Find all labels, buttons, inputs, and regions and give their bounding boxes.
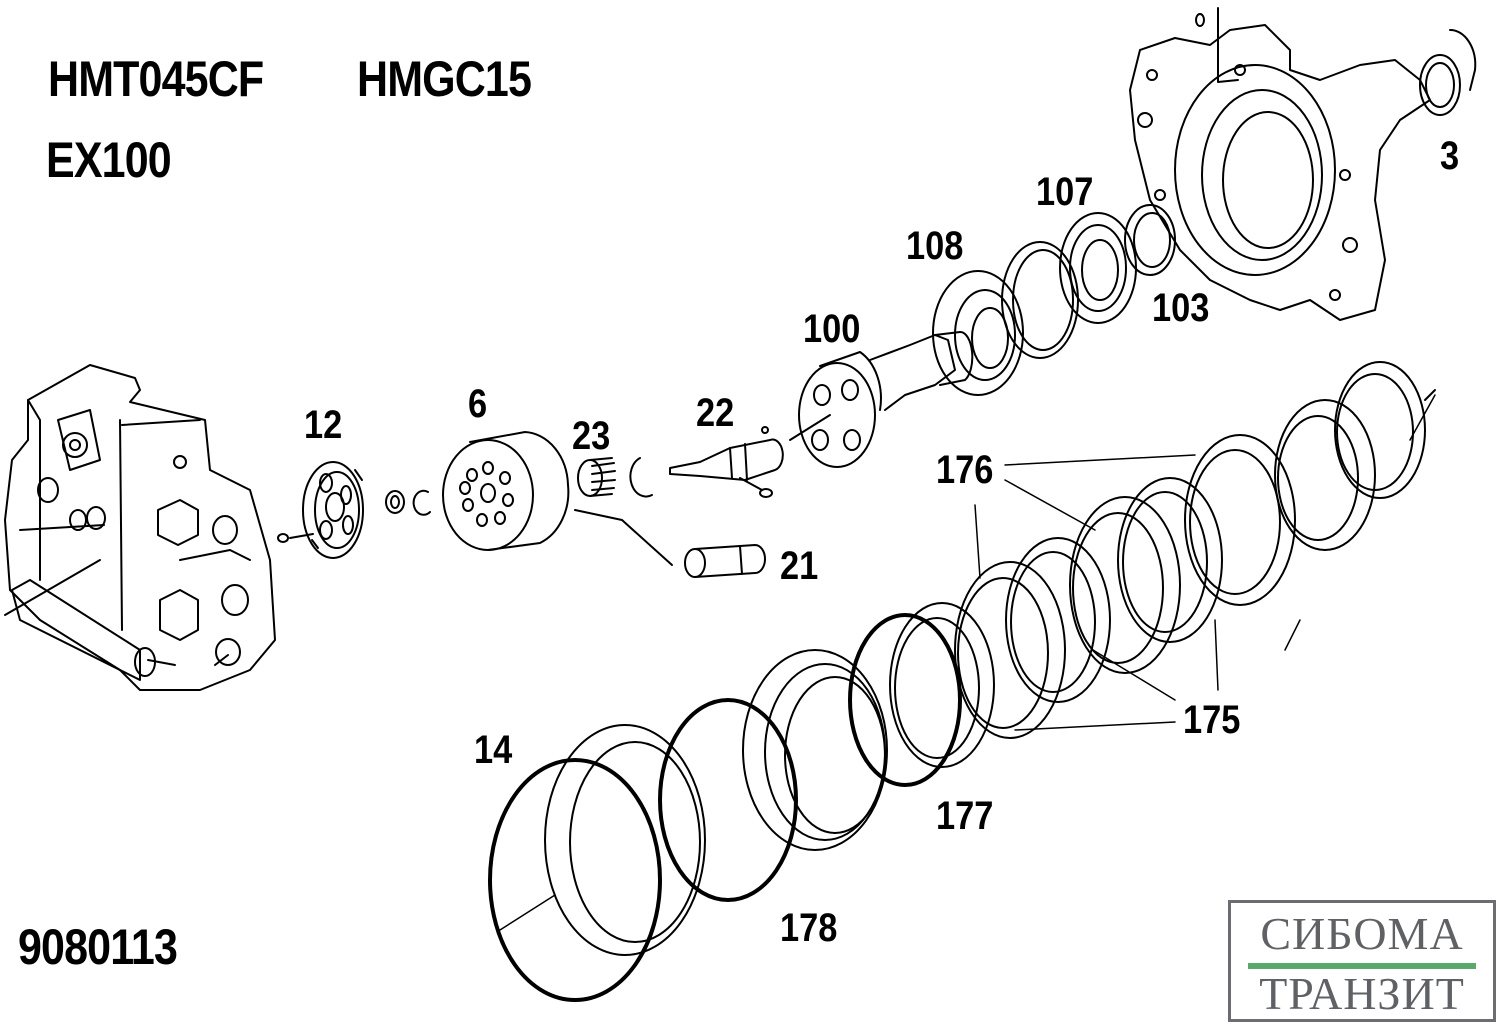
part-number: 9080113 [18,919,178,975]
leader-lines [974,394,1436,731]
callout-21: 21 [780,544,819,588]
callout-12: 12 [304,403,343,447]
part-12-port-plate [277,461,431,559]
part-177-seal-ring [848,613,962,787]
machine-model: EX100 [46,132,172,188]
part-22-spool [669,426,784,498]
part-3-housing [1129,7,1477,321]
part-100-drive-shaft [789,330,974,468]
clutch-piston [742,649,888,851]
callout-103: 103 [1152,286,1210,330]
callout-176: 176 [936,448,994,492]
callout-175: 175 [1183,698,1241,742]
callout-23: 23 [572,414,611,458]
callout-6: 6 [468,382,488,426]
clutch-plates [889,361,1436,768]
part-14-seal-ring [488,758,662,1002]
part-6-cylinder-block [442,431,673,566]
valve-block-housing [4,364,276,691]
callout-3: 3 [1440,134,1460,178]
callout-108: 108 [906,224,964,268]
part-178-seal-ring [658,698,798,902]
model-code-2: HMGC15 [357,51,532,107]
callout-178: 178 [780,906,838,950]
callout-22: 22 [696,391,735,435]
retaining-ring [1001,241,1079,359]
company-logo: СИБОМА ТРАНЗИТ [1228,900,1496,1022]
part-23-spring [577,457,653,498]
model-code-1: HMT045CF [48,51,264,107]
callout-100: 100 [803,307,861,351]
logo-line-1: СИБОМА [1260,908,1464,959]
callout-14: 14 [474,728,513,772]
part-108-seal [932,270,1024,396]
logo-divider-bar [1248,963,1476,969]
callout-177: 177 [936,794,994,838]
part-21-piston [684,544,766,578]
callout-107: 107 [1036,170,1094,214]
backup-ring [544,724,706,956]
logo-line-2: ТРАНЗИТ [1259,968,1465,1019]
part-103-nut [1124,204,1176,276]
